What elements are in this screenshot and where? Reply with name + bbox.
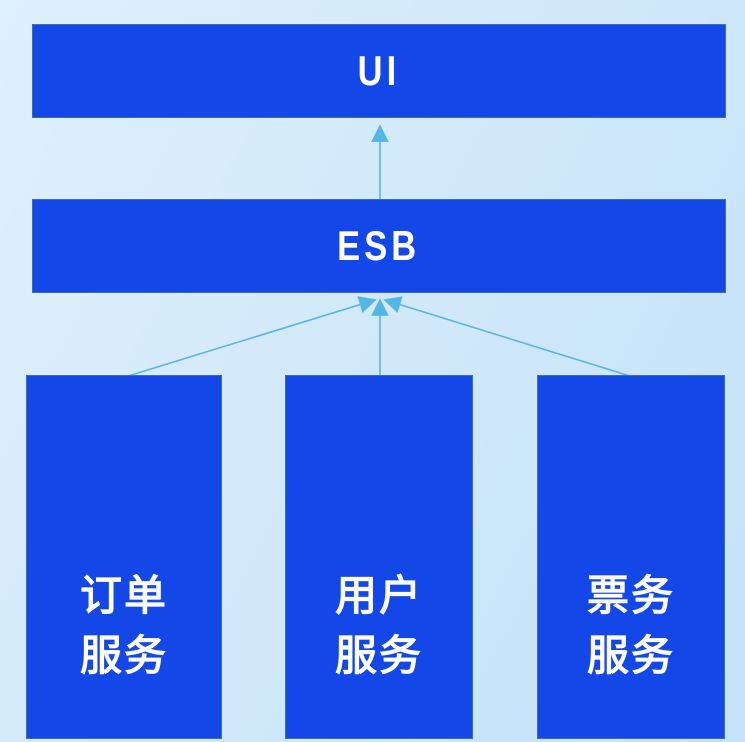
label-line: 服务 (334, 632, 423, 679)
node-ui: UI (32, 24, 726, 118)
label-line: 服务 (79, 632, 168, 679)
label-line: 票务 (586, 572, 675, 619)
node-order-service-label: 订单 服务 (80, 566, 168, 686)
node-esb-label: ESB (337, 222, 421, 269)
node-user-service-label: 用户 服务 (335, 566, 423, 686)
node-ticket-service: 票务 服务 (537, 375, 725, 739)
label-line: 服务 (586, 632, 675, 679)
label-line: 订单 (79, 572, 168, 619)
connector-order-to-esb (127, 296, 377, 377)
label-line: 用户 (334, 572, 423, 619)
node-esb: ESB (32, 199, 726, 293)
node-ticket-service-label: 票务 服务 (587, 566, 675, 686)
node-ui-label: UI (357, 47, 401, 94)
connector-ticket-to-esb (383, 296, 631, 377)
node-order-service: 订单 服务 (26, 375, 222, 739)
node-user-service: 用户 服务 (285, 375, 473, 739)
